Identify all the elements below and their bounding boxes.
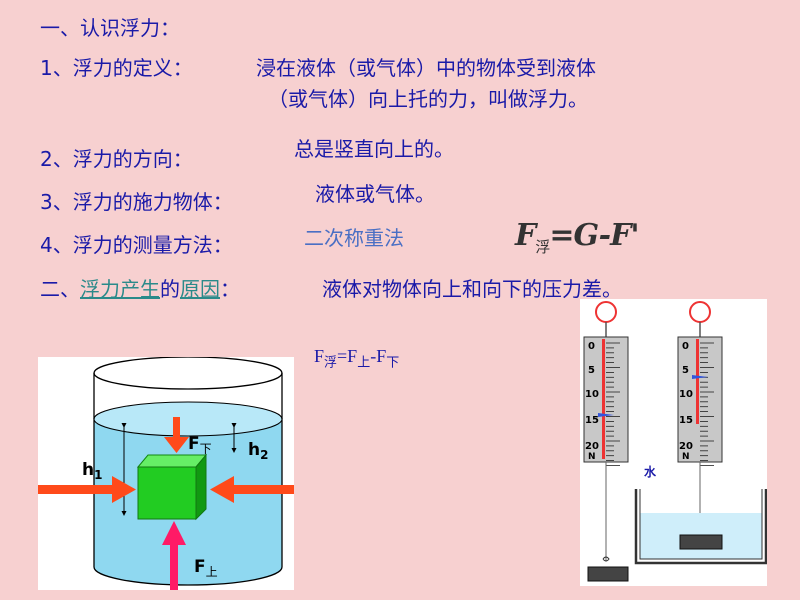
f2-sub1: 浮 [324, 354, 338, 370]
beaker-outer [634, 489, 768, 565]
arrow-right-shaft [232, 485, 294, 494]
spring-scale-diagram: 0 5 10 15 20 N 0 5 10 15 20 N 水 [583, 301, 768, 582]
section2-prefix: 二、 [40, 277, 80, 301]
right-tick-0: 0 [682, 341, 689, 352]
measure-label: 4、浮力的测量方法： [40, 233, 233, 257]
formula-eq: =G-F' [549, 218, 639, 253]
arrow-left-shaft [38, 485, 114, 494]
right-scale-ticks [700, 342, 714, 466]
left-scale-ticks [606, 342, 620, 466]
cube-diagram-panel: h1 h2 F下 F上 [38, 356, 294, 590]
f2-f: F [314, 346, 325, 366]
f2-sub2: 上 [357, 354, 371, 370]
left-tick-20: 20 [585, 441, 599, 452]
left-scale-ring [595, 301, 617, 323]
label-f-up: F上 [194, 557, 218, 579]
right-scale-spring [696, 339, 699, 424]
label-f-down: F下 [188, 434, 212, 456]
f2-minus: -F [370, 346, 387, 366]
arrow-up-shaft [170, 543, 178, 590]
right-tick-5: 5 [682, 365, 689, 376]
section1-heading: 一、认识浮力： [40, 16, 180, 40]
definition-text-line2: （或气体）向上托的力，叫做浮力。 [268, 87, 588, 111]
section2-colon: ： [220, 277, 240, 301]
definition-text-line1: 浸在液体（或气体）中的物体受到液体 [256, 56, 596, 80]
direction-answer: 总是竖直向上的。 [294, 137, 454, 161]
right-pointer [692, 375, 708, 379]
f2-sub3: 下 [386, 354, 400, 370]
right-scale-ring [689, 301, 711, 323]
arrow-right-head [210, 476, 234, 503]
water-label: 水 [644, 464, 657, 479]
section2-middle: 的 [160, 277, 180, 301]
cube-diagram: h1 h2 F下 F上 [38, 356, 294, 590]
left-tick-5: 5 [588, 365, 595, 376]
right-tick-15: 15 [679, 415, 693, 426]
pressure-difference-formula: F浮=F上-F下 [314, 346, 399, 371]
left-weight-hook [602, 556, 610, 562]
cylinder-top [93, 356, 283, 390]
right-unit: N [682, 452, 690, 462]
cube-side-face [195, 453, 207, 521]
arrow-down-shaft [173, 417, 180, 439]
definition-label: 1、浮力的定义： [40, 56, 193, 80]
left-tick-0: 0 [588, 341, 595, 352]
cube-top-face [136, 454, 208, 468]
right-weight [679, 534, 723, 550]
arrow-up-head [162, 521, 186, 545]
cube-front-face [137, 466, 197, 520]
arrow-down-head [164, 437, 189, 453]
buoyancy-formula: F浮=G-F' [515, 218, 640, 257]
label-h1: h1 [82, 460, 102, 482]
section2-heading: 二、浮力产生的原因： [40, 273, 240, 302]
right-tick-20: 20 [679, 441, 693, 452]
f2-eq: =F [337, 346, 358, 366]
source-label: 3、浮力的施力物体： [40, 190, 233, 214]
left-unit: N [588, 452, 596, 462]
left-tick-10: 10 [585, 389, 599, 400]
measure-answer: 二次称重法 [304, 226, 404, 250]
left-pointer [598, 413, 614, 417]
left-scale-spring [602, 339, 605, 459]
left-tick-15: 15 [585, 415, 599, 426]
formula-f: F [515, 218, 536, 253]
link-reason[interactable]: 原因 [180, 277, 220, 301]
beaker-inner [639, 489, 763, 560]
water-surface [93, 401, 283, 437]
arrow-left-head [112, 476, 136, 503]
direction-label: 2、浮力的方向： [40, 147, 193, 171]
spring-scale-panel: 0 5 10 15 20 N 0 5 10 15 20 N 水 [580, 299, 768, 586]
link-buoyancy-origin[interactable]: 浮力产生 [80, 277, 160, 301]
section2-answer: 液体对物体向上和向下的压力差。 [322, 277, 622, 301]
source-answer: 液体或气体。 [315, 182, 435, 206]
left-weight [587, 566, 629, 582]
right-tick-10: 10 [679, 389, 693, 400]
formula-sub: 浮 [535, 238, 550, 256]
label-h2: h2 [248, 440, 268, 462]
